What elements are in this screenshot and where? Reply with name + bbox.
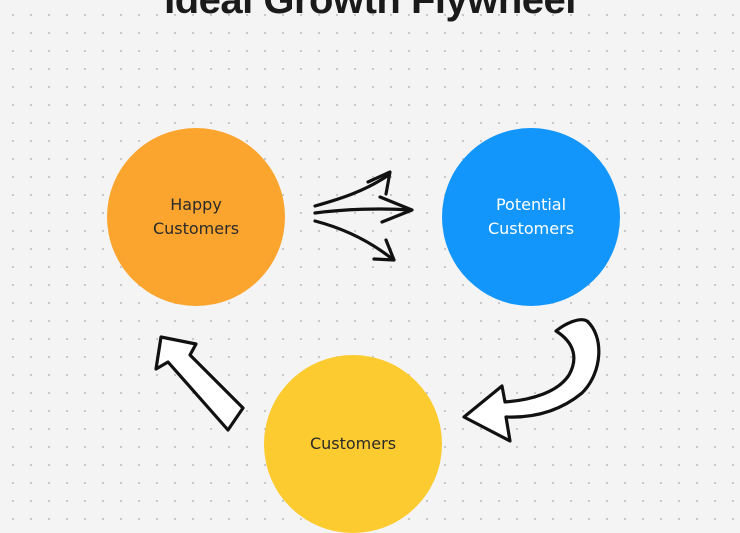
node-label: Potential Customers: [487, 195, 575, 238]
spread-arrow-middle: [313, 207, 412, 215]
spread-arrow-middle-head: [378, 195, 414, 224]
spread-arrow-upper-head: [366, 170, 392, 196]
spread-arrow-lower: [313, 219, 393, 260]
diagram-title: Ideal Growth Flywheel: [164, 0, 576, 22]
spread-arrow-icon: [313, 170, 414, 262]
node-potential-customers: Potential Customers: [442, 128, 620, 306]
node-label: Happy Customers: [152, 195, 240, 238]
spread-arrow-upper: [313, 174, 389, 208]
node-customers: Customers: [264, 355, 442, 533]
block-arrow-icon: [154, 335, 245, 432]
spread-arrow-lower-head: [372, 238, 396, 262]
node-happy-customers: Happy Customers: [107, 128, 285, 306]
flow-arrows: [154, 170, 601, 443]
curved-arrow-icon: [462, 318, 601, 443]
node-label: Customers: [309, 434, 397, 453]
